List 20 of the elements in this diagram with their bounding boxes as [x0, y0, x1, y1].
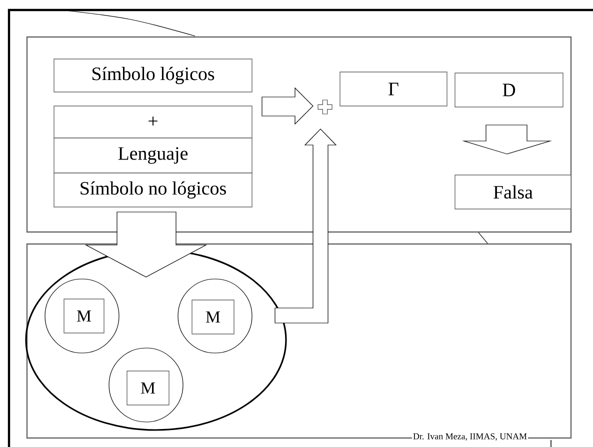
block-arrow — [262, 87, 314, 125]
circle — [178, 278, 252, 354]
block-arrow — [84, 212, 208, 278]
footer-text: Dr. Ivan Meza, IIMAS, UNAM — [412, 432, 528, 442]
text-box: Símbolo lógicos — [54, 58, 252, 92]
block-arrow — [274, 128, 337, 324]
text-box: + — [54, 106, 252, 138]
panel — [26, 36, 572, 233]
circle — [44, 278, 120, 354]
text-box: M — [64, 298, 104, 334]
text-box: Γ — [340, 72, 448, 106]
text-box: M — [192, 300, 234, 334]
text-box: Símbolo no lógicos — [54, 172, 252, 208]
block-arrow — [462, 124, 552, 154]
text-box: Lenguaje — [54, 138, 252, 174]
text-box: Falsa — [454, 174, 572, 210]
text-box: D — [454, 72, 564, 108]
plus-sign — [318, 100, 332, 114]
circle — [108, 348, 184, 422]
text-box: M — [126, 370, 170, 406]
